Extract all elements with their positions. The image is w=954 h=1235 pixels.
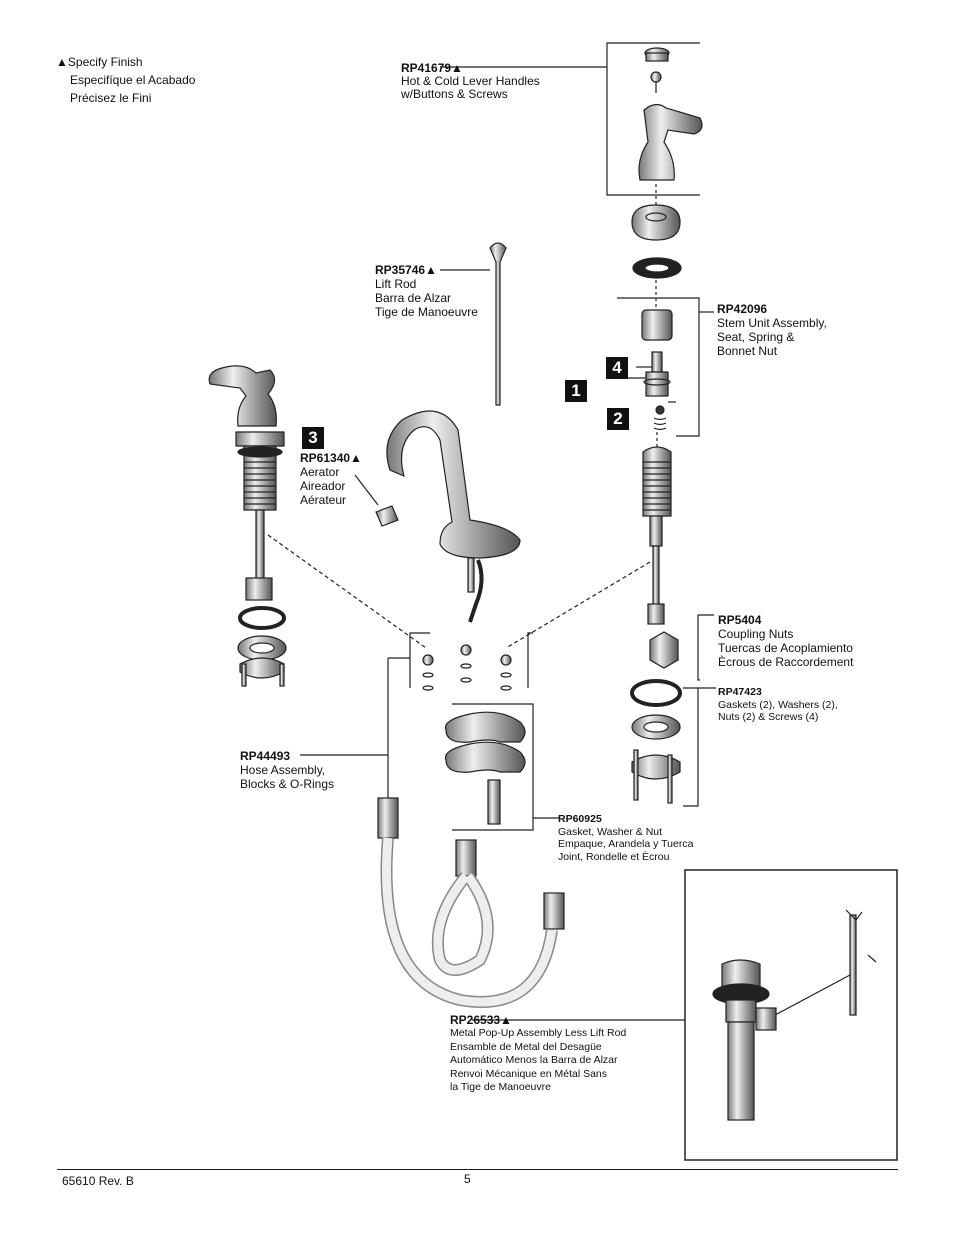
part-desc: Renvoi Mécanique en Métal Sans (450, 1068, 608, 1080)
part-desc: Lift Rod (375, 277, 417, 291)
part-label-rp35746: RP35746▲ Lift Rod Barra de Alzar Tige de… (375, 263, 478, 319)
legend-line-es: Especifíque el Acabado (70, 73, 196, 87)
part-label-rp26533: RP26533▲ Metal Pop-Up Assembly Less Lift… (450, 1014, 626, 1093)
finish-marker-icon: ▲ (56, 55, 68, 69)
leader-rp61340 (354, 474, 379, 506)
gasket-set-bracket (683, 687, 716, 807)
part-desc: Empaque, Arandela y Tuerca (558, 838, 694, 850)
valve-body-right (642, 446, 672, 517)
part-number: RP41679▲ (401, 61, 463, 75)
part-label-rp5404: RP5404 Coupling Nuts Tuercas de Acoplami… (718, 613, 853, 669)
mounting-nut-left (239, 657, 285, 679)
part-number: RP47423 (718, 686, 762, 698)
mounting-nut-long (487, 779, 501, 825)
part-number: RP42096 (717, 302, 768, 316)
lever-handle-right (638, 103, 703, 181)
part-desc: w/Buttons & Screws (401, 87, 508, 101)
part-desc: Gasket, Washer & Nut (558, 825, 663, 838)
lever-handle-left (208, 365, 277, 427)
part-desc: Hose Assembly, (240, 763, 326, 777)
part-desc: Coupling Nuts (718, 627, 794, 641)
part-desc: Tige de Manoeuvre (375, 305, 478, 319)
part-desc: Metal Pop-Up Assembly Less Lift Rod (450, 1026, 627, 1039)
part-desc: Barra de Alzar (375, 291, 452, 305)
part-desc: Blocks & O-Rings (240, 777, 335, 791)
handle-box-frame (606, 42, 700, 196)
document-number: 65610 Rev. B (62, 1174, 134, 1188)
pop-up-box (684, 869, 898, 1161)
part-desc: Tuercas de Acoplamiento (718, 641, 853, 655)
washer-plate (444, 741, 526, 773)
part-number: RP35746▲ (375, 263, 437, 277)
part-label-rp61340: RP61340▲ Aerator Aireador Aérateur (300, 451, 362, 507)
handle-screw (650, 71, 662, 83)
part-number: RP61340▲ (300, 451, 362, 465)
stem-unit (651, 351, 663, 373)
spout (386, 410, 521, 559)
pop-up-assembly (712, 909, 877, 1121)
coupling-nut (649, 631, 679, 669)
lift-rod (489, 242, 507, 406)
callout-2: 2 (607, 408, 629, 430)
part-desc: Seat, Spring & (717, 330, 795, 344)
left-coupling-nut (245, 577, 273, 601)
part-label-rp44493: RP44493 Hose Assembly, Blocks & O-Rings (240, 749, 334, 791)
left-valve-bonnet (235, 431, 285, 447)
gasket-plate (444, 711, 526, 743)
seat (655, 405, 665, 415)
legend-line-fr: Précisez le Fini (70, 91, 152, 105)
left-gasket (237, 446, 283, 458)
callout-1: 1 (565, 380, 587, 402)
part-label-rp60925: RP60925 Gasket, Washer & Nut Empaque, Ar… (558, 813, 693, 863)
legend-line-en: Specify Finish (67, 55, 143, 69)
stem-bracket (617, 297, 700, 437)
hose-block-bracket (409, 632, 533, 688)
aerator (375, 505, 399, 527)
part-desc: Stem Unit Assembly, (717, 316, 827, 330)
part-desc: Gaskets (2), Washers (2), (718, 698, 838, 711)
hose-blocks (422, 644, 512, 691)
spring (653, 417, 667, 431)
part-desc: Nuts (2) & Screws (4) (718, 711, 819, 723)
mounting-hardware-bracket (452, 703, 534, 831)
part-number: RP5404 (718, 613, 762, 627)
part-desc: la Tige de Manoeuvre (450, 1080, 551, 1093)
coupling-nut-bracket (697, 614, 714, 681)
o-ring-right (630, 679, 682, 707)
part-desc: Bonnet Nut (717, 344, 778, 358)
part-desc: Aérateur (300, 493, 347, 507)
part-number: RP60925 (558, 813, 602, 825)
part-number: RP44493 (240, 749, 291, 763)
page-number: 5 (464, 1172, 471, 1186)
part-desc: Joint, Rondelle et Ècrou (558, 850, 670, 863)
callout-4: 4 (606, 357, 628, 379)
escutcheon (631, 204, 681, 241)
specify-finish-legend: ▲Specify Finish Especifíque el Acabado P… (56, 55, 195, 105)
part-desc: Aerator (300, 465, 340, 479)
part-desc: Ensamble de Metal del Desagüe (450, 1041, 602, 1053)
mounting-nut-right (631, 754, 681, 780)
bonnet-nut (641, 309, 673, 341)
callout-3: 3 (302, 427, 324, 449)
o-ring-left (238, 606, 286, 630)
part-label-rp41679: RP41679▲ Hot & Cold Lever Handles w/Butt… (401, 62, 540, 101)
part-desc: Aireador (300, 479, 346, 493)
footer-rule (57, 1169, 898, 1170)
hose-assembly (377, 797, 565, 1008)
part-label-rp47423: RP47423 Gaskets (2), Washers (2), Nuts (… (718, 686, 838, 724)
part-label-rp42096: RP42096 Stem Unit Assembly, Seat, Spring… (717, 302, 827, 358)
part-desc: Hot & Cold Lever Handles (401, 74, 540, 88)
part-desc: Automático Menos la Barra de Alzar (450, 1053, 618, 1066)
part-number: RP26533▲ (450, 1013, 512, 1027)
part-desc: Ècrous de Raccordement (718, 655, 854, 669)
